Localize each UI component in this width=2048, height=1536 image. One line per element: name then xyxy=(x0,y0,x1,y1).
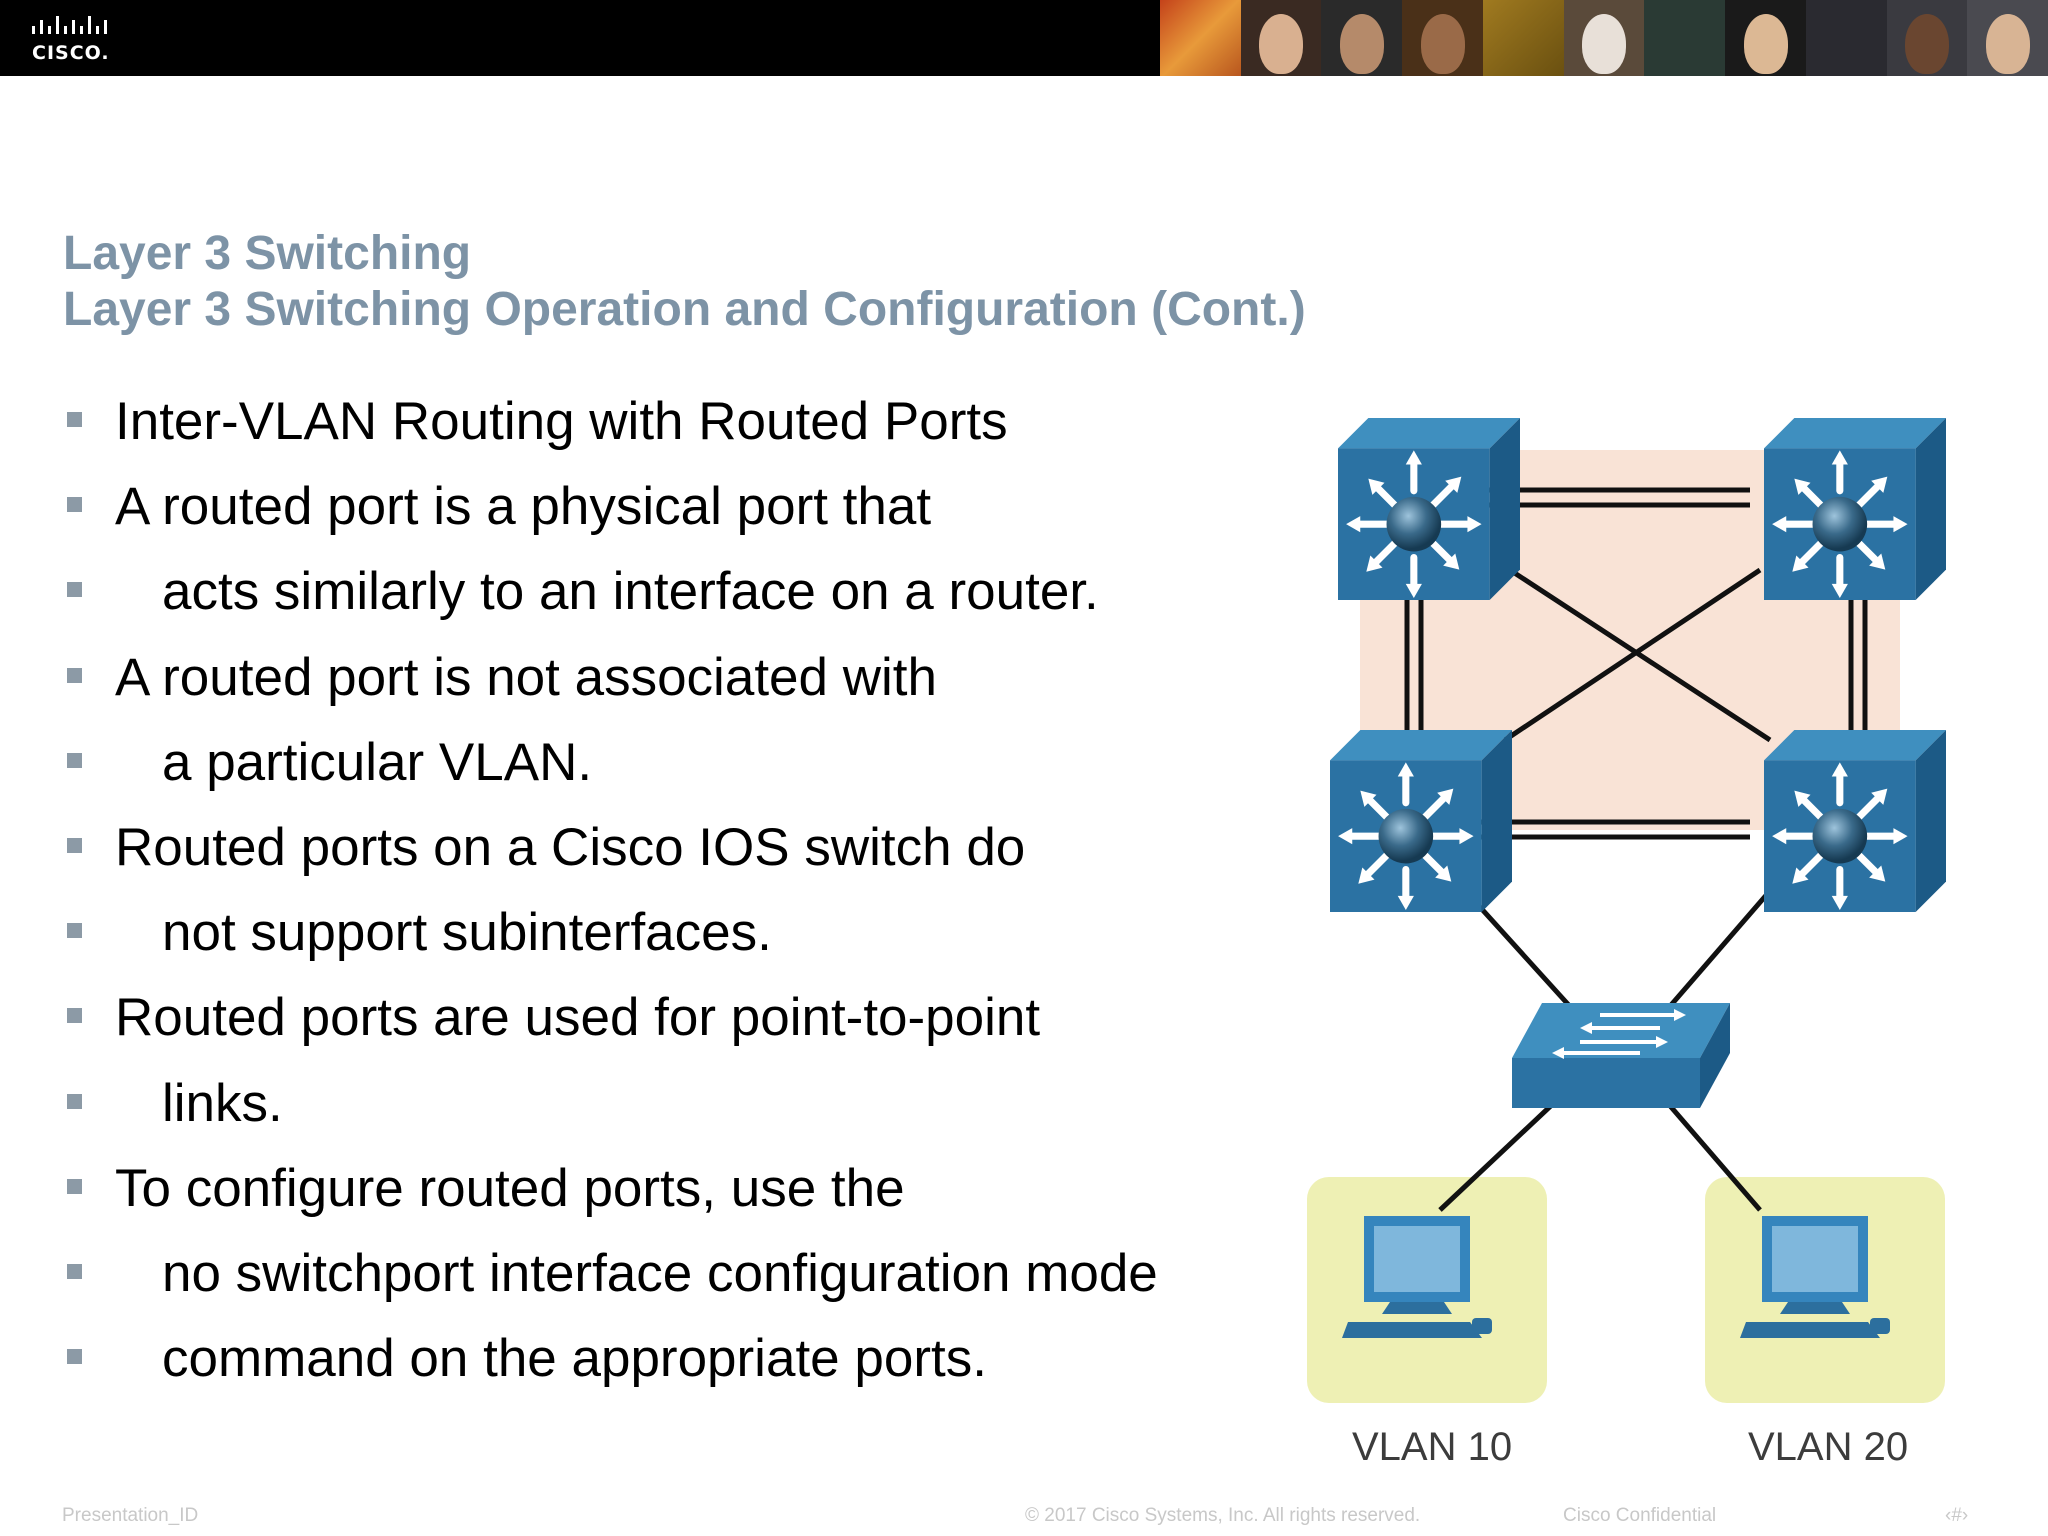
cisco-logo: CISCO. xyxy=(30,14,120,64)
square-bullet-icon xyxy=(67,923,82,939)
bullet-text: acts similarly to an interface on a rout… xyxy=(162,562,1099,622)
header-photo xyxy=(1886,0,1968,76)
bullet-text: not support subinterfaces. xyxy=(162,903,772,963)
bullet-text: Inter-VLAN Routing with Routed Ports xyxy=(115,392,1008,451)
network-topology xyxy=(1307,400,1970,1403)
square-bullet-icon xyxy=(67,1093,82,1109)
square-bullet-icon xyxy=(67,582,82,598)
multilayer-switch-icon xyxy=(1764,418,1946,600)
header-photo xyxy=(1482,0,1564,76)
square-bullet-icon xyxy=(67,1263,82,1279)
workgroup-switch-icon xyxy=(1512,1003,1730,1108)
header-photo xyxy=(1725,0,1806,76)
header-bar: CISCO. xyxy=(0,0,2048,76)
bullet-text: Routed ports on a Cisco IOS switch do xyxy=(115,817,1026,877)
header-photo xyxy=(1240,0,1322,76)
square-bullet-icon xyxy=(67,412,82,427)
person-face-icon xyxy=(1259,14,1304,74)
multilayer-switch-icon xyxy=(1330,730,1512,912)
bullet-text: a particular VLAN. xyxy=(162,732,593,792)
bullet-text: To configure routed ports, use the xyxy=(115,1158,905,1218)
header-photo-strip xyxy=(1160,0,2048,76)
square-bullet-icon xyxy=(67,752,82,768)
bullet-text: A routed port is a physical port that xyxy=(115,477,932,537)
header-photo xyxy=(1321,0,1403,76)
bullet-text: command on the appropriate ports. xyxy=(162,1329,987,1389)
square-bullet-icon xyxy=(67,1349,82,1365)
header-photo xyxy=(1805,0,1887,76)
square-bullet-icon xyxy=(67,667,82,683)
person-face-icon xyxy=(1420,14,1465,74)
logo-wordmark: CISCO. xyxy=(32,42,110,64)
vlan-20-label: VLAN 20 xyxy=(1748,1425,1909,1469)
square-bullet-icon xyxy=(67,497,82,513)
footer-page-number: ‹#› xyxy=(1945,1505,1969,1526)
header-photo xyxy=(1402,0,1483,76)
person-face-icon xyxy=(1743,14,1788,74)
footer-copyright: © 2017 Cisco Systems, Inc. All rights re… xyxy=(1025,1505,1421,1526)
footer-presentation-id: Presentation_ID xyxy=(62,1505,199,1526)
multilayer-switch-icon xyxy=(1338,418,1520,600)
header-photo xyxy=(1967,0,2048,76)
bullet-text: links. xyxy=(162,1073,283,1133)
footer-confidential: Cisco Confidential xyxy=(1563,1505,1717,1526)
square-bullet-icon xyxy=(67,1008,82,1024)
person-face-icon xyxy=(1582,14,1627,74)
slide-title: Layer 3 Switching Operation and Configur… xyxy=(63,283,1306,336)
multilayer-switch-icon xyxy=(1764,730,1946,912)
header-photo xyxy=(1563,0,1645,76)
person-face-icon xyxy=(1339,14,1384,74)
bullet-text: Routed ports are used for point-to-point xyxy=(115,988,1041,1048)
square-bullet-icon xyxy=(67,837,82,853)
bullet-text: A routed port is not associated with xyxy=(115,647,937,707)
vlan-10-label: VLAN 10 xyxy=(1352,1425,1513,1469)
square-bullet-icon xyxy=(67,1178,82,1194)
bullet-text: no switchport interface configuration mo… xyxy=(162,1243,1158,1303)
slide-section-title: Layer 3 Switching xyxy=(63,227,472,280)
network-diagram: VLAN 10 VLAN 20 xyxy=(1290,400,1970,1480)
header-photo xyxy=(1160,0,1241,76)
header-photo xyxy=(1644,0,1726,76)
cisco-bridge-icon xyxy=(32,16,107,34)
person-face-icon xyxy=(1904,14,1949,74)
person-face-icon xyxy=(1985,14,2030,74)
